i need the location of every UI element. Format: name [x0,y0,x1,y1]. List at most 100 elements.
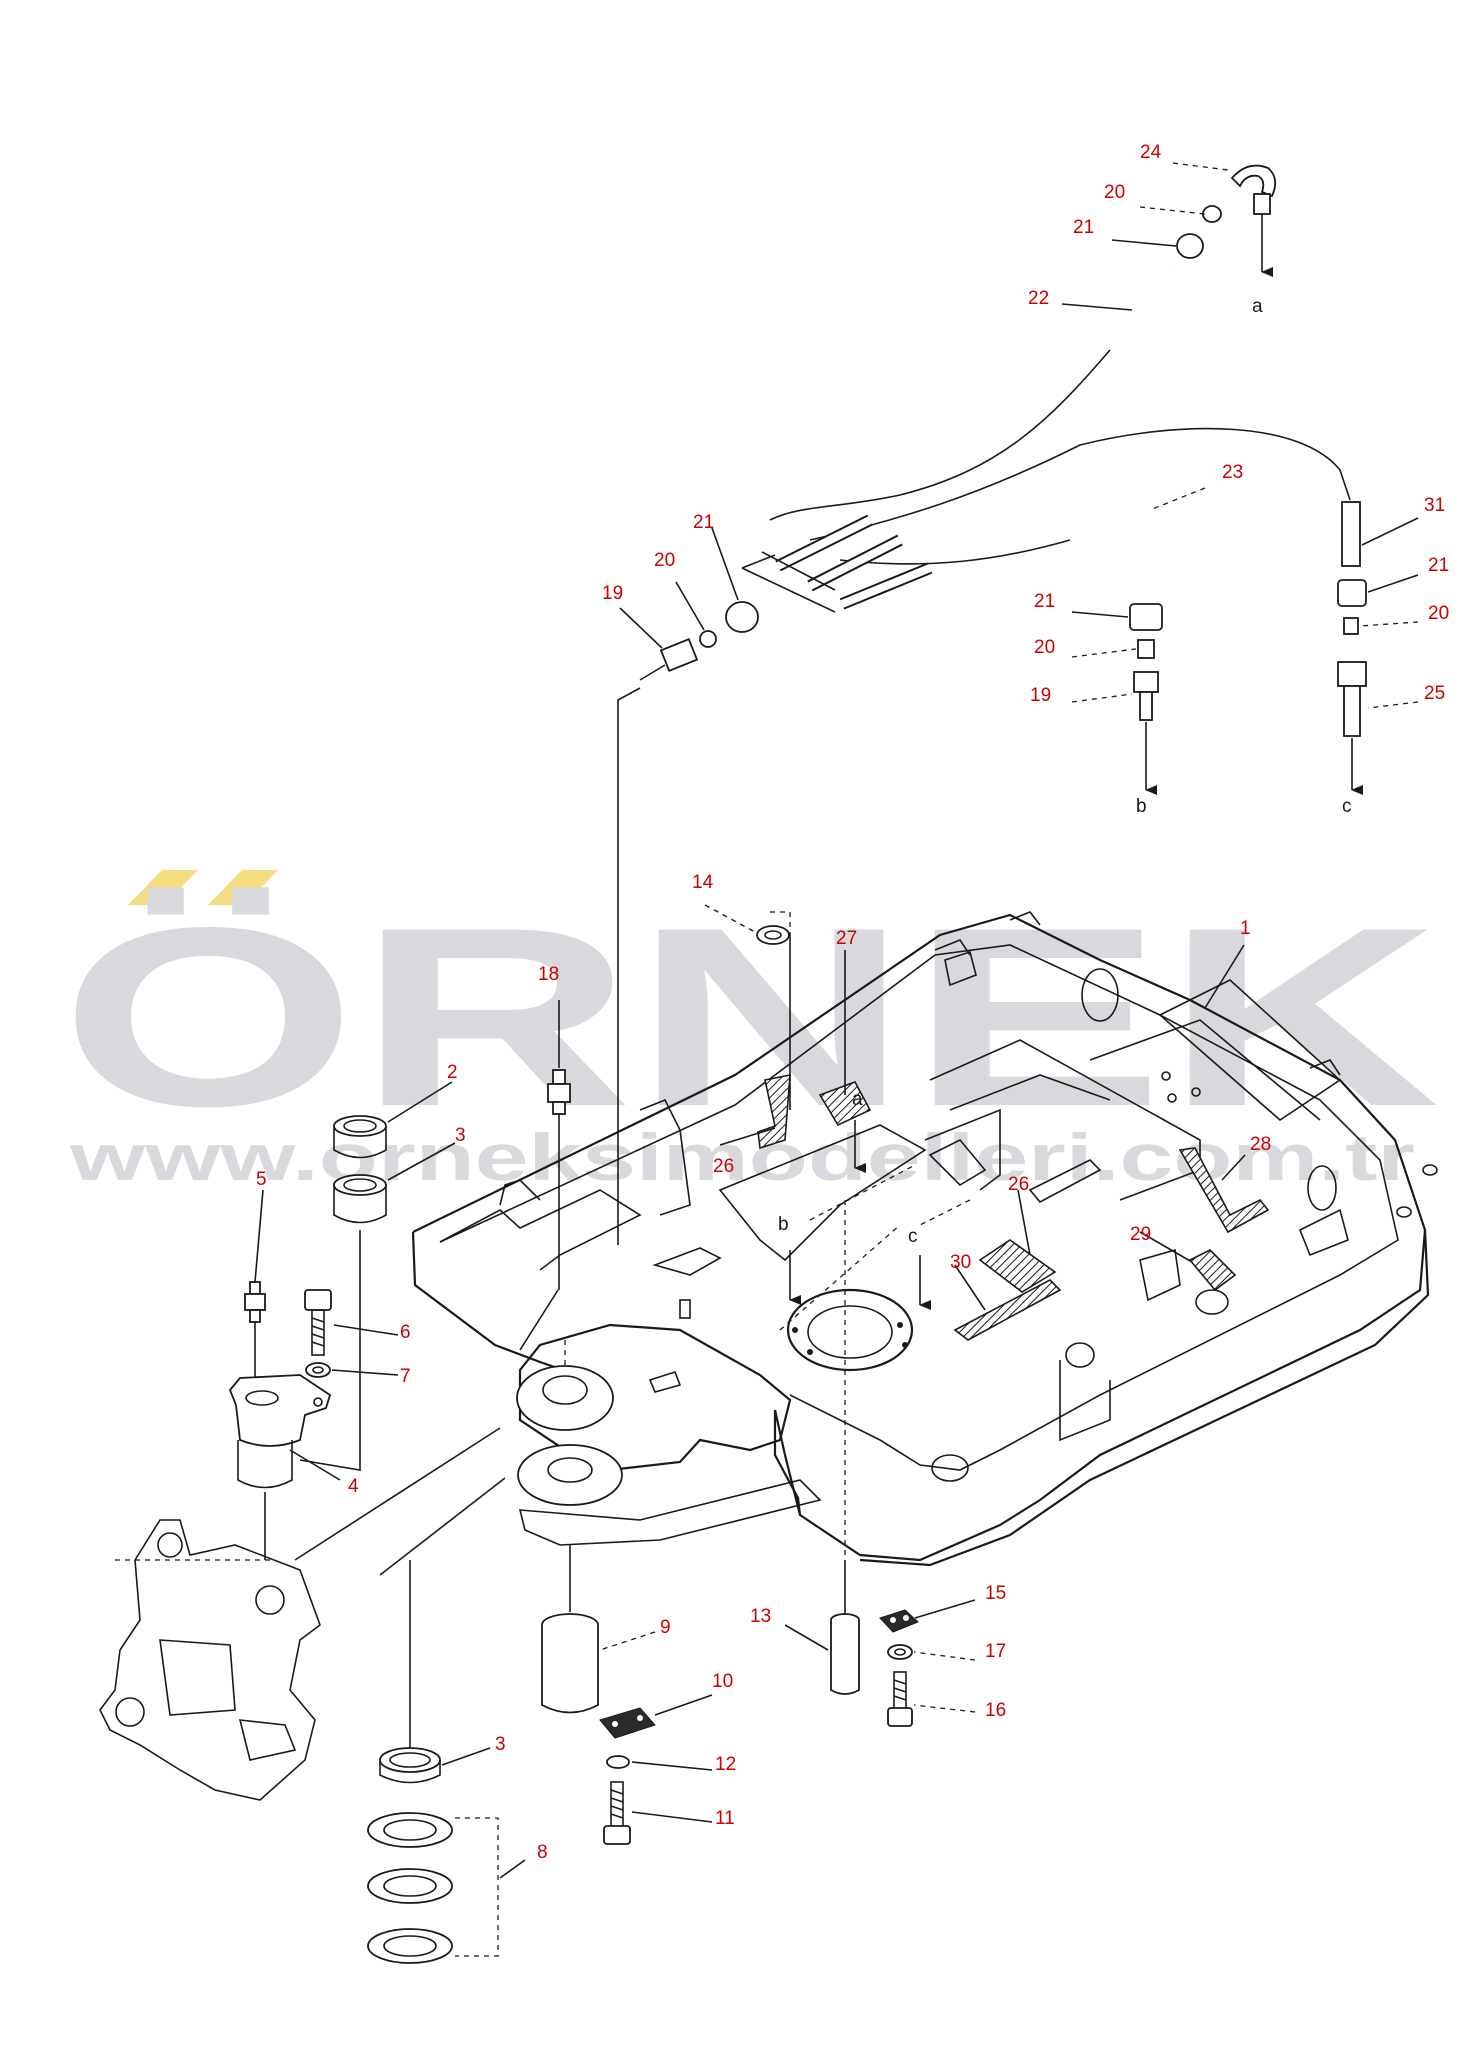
shim-8 [367,1812,499,1964]
fitting-19-b-top [1133,671,1159,693]
rear-ring-2 [1195,1289,1229,1315]
callout-20: 20 [1104,182,1125,203]
callout-20: 20 [1428,603,1449,624]
front-boss [931,1454,969,1482]
rear-lug [1309,1059,1341,1076]
callout-24: 24 [1140,142,1162,163]
callout-numbers: 24 20 21 22 23 31 21 20 19 21 20 19 21 2… [256,142,1449,1863]
callout-31: 31 [1424,495,1445,516]
callout-27: 27 [836,928,857,949]
plate-15 [879,1609,919,1633]
callout-2: 2 [447,1062,458,1083]
rear-block [1139,1248,1181,1302]
washer-7 [305,1362,331,1378]
swing-ring-inner [807,1305,893,1359]
callout-28: 28 [1250,1134,1271,1155]
bolt-6 [304,1289,332,1356]
side-lug-2 [1422,1164,1438,1176]
fitting-25-top [1337,661,1367,687]
frame-inner-edge [439,944,1399,1471]
callout-7: 7 [400,1366,411,1387]
rear-deck [1158,979,1342,1122]
callout-4: 4 [348,1476,359,1497]
callout-5: 5 [256,1169,267,1190]
callout-21: 21 [693,512,714,533]
callout-8: 8 [537,1842,548,1863]
washer-12 [606,1755,630,1769]
hose-sleeve-3 [840,564,932,608]
callout-18: 18 [538,964,559,985]
rear-ring [1065,1342,1095,1368]
swing-post-window [159,1639,236,1716]
bushing-3-bottom [379,1560,441,1784]
lower-flange [518,1479,822,1546]
frame-hole-2 [1307,1165,1337,1211]
label-b-frame: b [778,1214,789,1235]
callout-19: 19 [602,583,623,604]
rubber-pad-30 [953,1279,1062,1341]
swing-post-eye-top [157,1532,183,1558]
swing-bracket-assembly [516,1323,822,1546]
callout-23: 23 [1222,462,1243,483]
callout-16: 16 [985,1700,1006,1721]
boss-top [516,1365,614,1431]
label-a-frame: a [852,1089,863,1110]
callout-13: 13 [750,1606,771,1627]
rubber-pad-29 [1188,1249,1237,1292]
label-c-frame: c [908,1226,918,1247]
callout-19: 19 [1030,685,1051,706]
swing-post-eye-bottom [115,1697,145,1727]
callout-26: 26 [713,1156,734,1177]
boss-lower-hole [547,1457,593,1483]
callout-21: 21 [1428,555,1449,576]
hose-sleeve-1 [776,516,872,570]
pad-plate [652,1247,722,1276]
hose-drop-line [617,687,641,1245]
pin-9 [541,1545,599,1714]
floor-bracket [928,1139,987,1187]
frame-guide-3 [919,1199,971,1226]
box-bracket [924,1108,1001,1191]
bushing-3-top [333,1174,387,1450]
boss-top-hole [542,1375,588,1405]
frame-hole-1 [1081,968,1119,1022]
callout-6: 6 [400,1322,411,1343]
top-pad [944,950,977,987]
washer-17 [887,1644,913,1660]
hose-sleeve-22-inner [1107,264,1173,350]
rubber-pad-27 [818,1081,872,1127]
washer-14 [756,925,790,945]
callout-11: 11 [715,1808,735,1829]
swing-post-body [99,1519,321,1801]
bushing-2 [333,1115,387,1159]
bolt-11 [603,1781,631,1845]
top-pad-plate [648,1371,682,1393]
callout-1: 1 [1240,918,1251,939]
hose-assembly [617,164,1367,1245]
left-post [639,1098,691,1216]
grease-nipple-18 [547,1069,571,1290]
cross-member-1 [1089,1019,1321,1121]
callout-10: 10 [712,1671,733,1692]
fitting-19-b-stem [1139,691,1153,721]
nut-21-c [1337,579,1367,607]
callout-30: 30 [950,1252,971,1273]
label-c-top: c [1342,796,1352,817]
boss-lower [517,1444,623,1506]
callout-26: 26 [1008,1174,1029,1195]
callout-9: 9 [660,1617,671,1638]
callout-3: 3 [455,1125,466,1146]
callout-29: 29 [1130,1224,1151,1245]
nut-21-left [725,601,759,633]
elbow-fitting-24 [1230,164,1277,198]
nut-21-top [1176,233,1204,259]
pin-4 [228,1374,361,1560]
bolt-hole-3 [1191,1087,1201,1097]
callout-14: 14 [692,872,714,893]
rear-tube [1059,1360,1111,1442]
nipple-20-left [699,630,717,648]
leader-lines [254,162,1419,1879]
hose-line-2 [809,427,1351,541]
watermark-brand: ÖRNEK [60,875,1440,1160]
